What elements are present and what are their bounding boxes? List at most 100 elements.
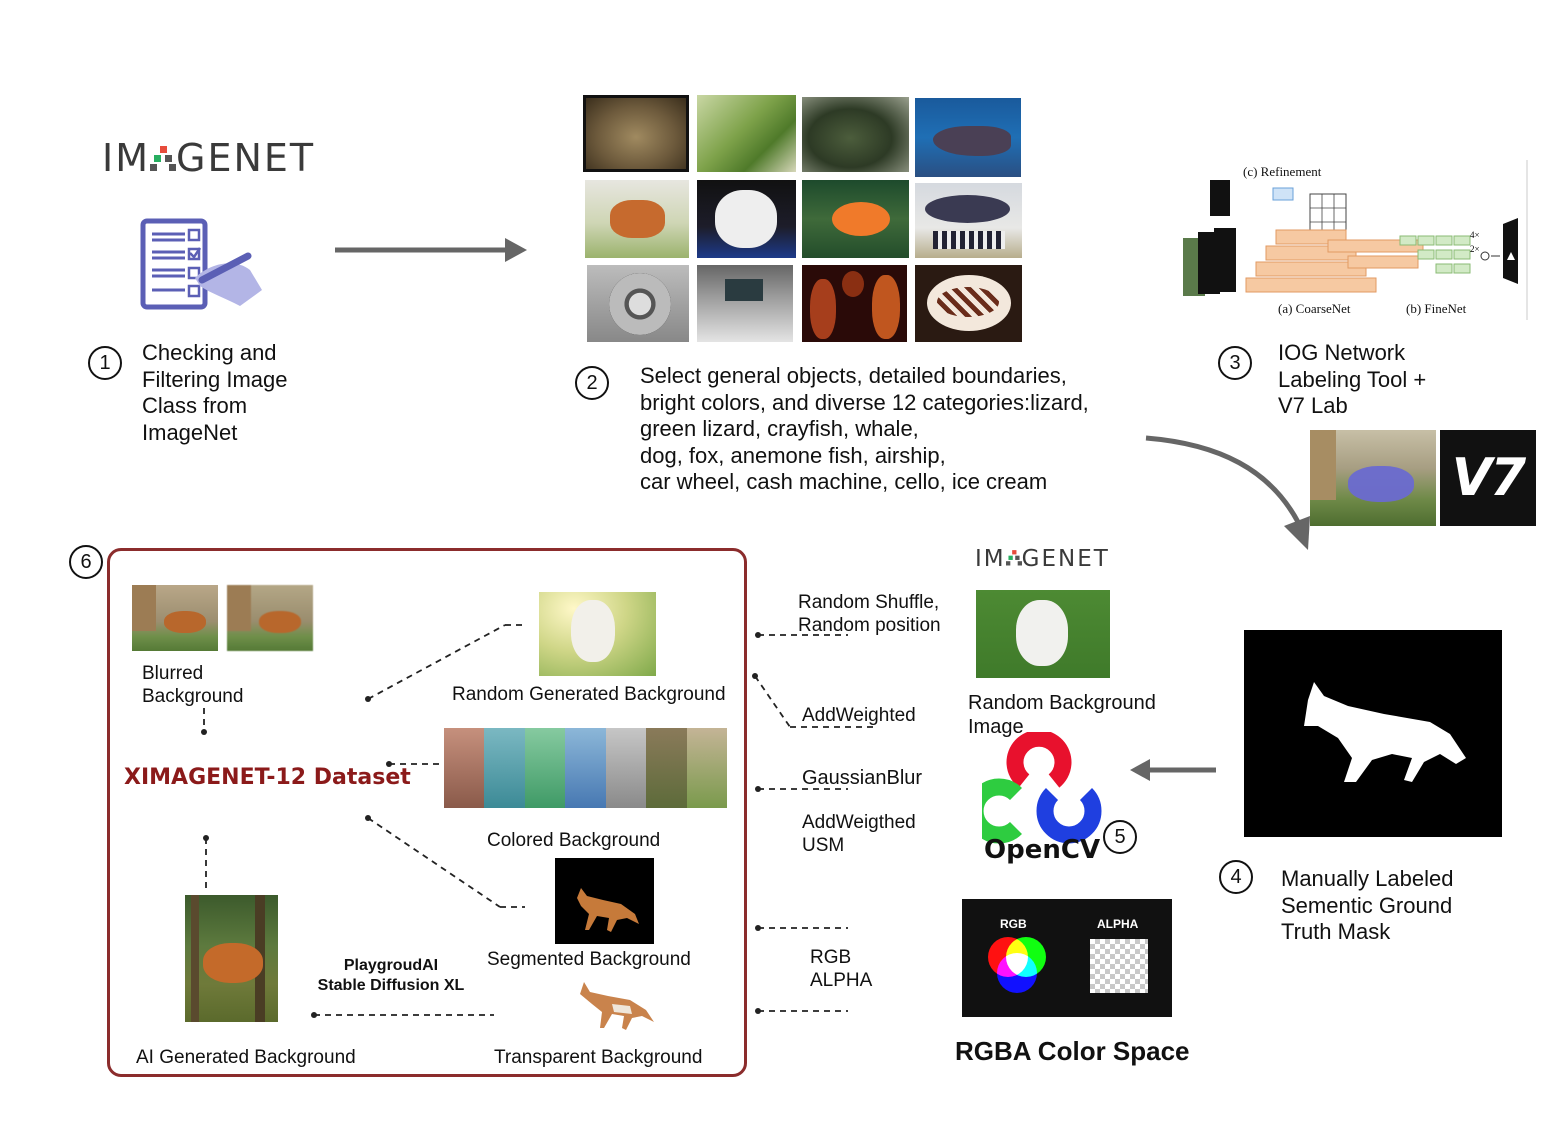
step-2-line: car wheel, cash machine, cello, ice crea…: [640, 469, 1048, 494]
op-random-shuffle-line: Random Shuffle,: [798, 592, 940, 613]
connector-dot: [752, 673, 758, 679]
op-random-shuffle-line: Random position: [798, 615, 941, 636]
transparent-bg-fox: [580, 982, 654, 1030]
step-3-label: IOG Network Labeling Tool + V7 Lab: [1278, 340, 1426, 420]
ground-truth-mask: [1244, 630, 1502, 837]
step-1-line: Filtering Image: [142, 366, 288, 392]
blurred-bg-thumb-1: [132, 585, 218, 651]
step-2-line: green lizard, crayfish, whale,: [640, 416, 919, 441]
colored-variant-5: [605, 728, 647, 808]
step-2-line: Select general objects, detailed boundar…: [640, 363, 1067, 388]
colored-variant-2: [484, 728, 525, 808]
iog-scale-4x: 4×: [1470, 230, 1480, 240]
alpha-checker-icon: [1090, 939, 1148, 993]
connector-dot: [203, 835, 209, 841]
transparent-bg-label: Transparent Background: [494, 1047, 703, 1068]
random-background-line: Image: [968, 716, 1024, 738]
segmented-bg-label: Segmented Background: [487, 949, 691, 970]
random-generated-bg-thumb: [539, 592, 656, 676]
random-background-label: Random Background Image: [968, 691, 1156, 739]
thumb-ice-cream: [915, 265, 1022, 342]
colored-variant-7: [686, 728, 727, 808]
imagenet-logo-prefix: IM: [102, 136, 150, 180]
colored-bg-label: Colored Background: [487, 830, 661, 851]
op-rgba-line: ALPHA: [810, 970, 873, 991]
step-3-line: IOG Network: [1278, 340, 1406, 365]
fox-labeled-photo: [1310, 430, 1436, 526]
step-1-line: ImageNet: [142, 419, 238, 445]
op-addweighted: AddWeighted: [802, 705, 916, 726]
thumb-car-wheel: [587, 265, 689, 342]
op-usm-line: AddWeigthed: [802, 812, 916, 833]
step-2-line: dog, fox, anemone fish, airship,: [640, 442, 946, 468]
imagenet-logo-small: IM GENET: [975, 546, 1110, 572]
imagenet-a-icon: [1005, 550, 1022, 566]
op-gaussian-blur: GaussianBlur: [802, 767, 923, 789]
colored-variant-6: [646, 728, 687, 808]
arrow-step3-to-step4: [1145, 435, 1310, 550]
step-1-label: Checking and Filtering Image Class from …: [142, 340, 288, 446]
segmented-bg-thumb: [555, 858, 654, 944]
connector-dataset-segmented: [367, 817, 501, 908]
op-random-shuffle: Random Shuffle, Random position: [798, 591, 941, 637]
connector-dot: [365, 815, 371, 821]
blurred-bg-thumb-2: [227, 585, 313, 651]
rgb-circles-icon: [988, 937, 1046, 993]
thumb-cello: [802, 265, 907, 342]
step-2-badge: 2: [575, 366, 609, 400]
v7-logo: V7: [1440, 430, 1536, 526]
ai-generated-bg-label: AI Generated Background: [136, 1047, 356, 1068]
step-3-line: V7 Lab: [1278, 393, 1348, 418]
random-generated-bg-label: Random Generated Background: [452, 684, 726, 705]
ai-model-label: PlaygroudAI Stable Diffusion XL: [296, 956, 486, 996]
thumb-lizard: [583, 95, 689, 172]
step-2-line: bright colors, and diverse 12 categories…: [640, 389, 1089, 415]
opencv-logo-text: OpenCV: [984, 835, 1100, 865]
thumb-dog: [697, 180, 796, 258]
rgb-heading: RGB: [1000, 917, 1027, 931]
iog-finenet-label: (b) FineNet: [1406, 301, 1467, 316]
imagenet-logo-small-suffix: GENET: [1021, 546, 1110, 572]
thumb-cash-machine: [697, 265, 793, 342]
colored-variant-1: [444, 728, 485, 808]
v7-logo-text: V7: [1451, 448, 1526, 508]
connector-dot: [755, 925, 761, 931]
thumb-green-lizard: [697, 95, 796, 172]
connector-dataset-random: [367, 624, 506, 700]
random-background-line: Random Background: [968, 692, 1156, 714]
thumb-airship: [915, 183, 1022, 258]
imagenet-logo-small-prefix: IM: [975, 546, 1006, 572]
step-4-line: Truth Mask: [1281, 919, 1391, 944]
connector-dot: [365, 696, 371, 702]
step-4-line: Sementic Ground: [1281, 892, 1453, 918]
step-3-line: Labeling Tool +: [1278, 366, 1427, 392]
step-1-badge: 1: [88, 346, 122, 380]
colored-bg-strip: [444, 728, 727, 808]
imagenet-a-icon: [150, 146, 176, 171]
arrow-step4-to-step5: [1130, 759, 1216, 781]
dataset-title: XIMAGENET-12 Dataset: [124, 765, 411, 790]
thumb-fox: [585, 180, 689, 258]
iog-coarsenet-label: (a) CoarseNet: [1278, 301, 1351, 316]
iog-scale-2x: 2×: [1470, 244, 1480, 254]
op-rgba: RGB ALPHA: [810, 946, 872, 992]
step-3-badge: 3: [1218, 346, 1252, 380]
blurred-bg-label: Blurred Background: [142, 662, 243, 708]
step-4-label: Manually Labeled Sementic Ground Truth M…: [1281, 866, 1453, 946]
op-usm: AddWeigthed USM: [802, 811, 916, 857]
fox-mask-silhouette: [1304, 682, 1466, 782]
op-rgba-line: RGB: [810, 947, 852, 968]
opencv-logo: OpenCV: [982, 732, 1102, 865]
connector-dot: [201, 729, 207, 735]
alpha-heading: ALPHA: [1097, 917, 1139, 931]
step-4-line: Manually Labeled: [1281, 866, 1454, 891]
connector-dot: [755, 1008, 761, 1014]
step-1-line: Class from: [142, 393, 248, 418]
checklist-icon: [140, 218, 262, 310]
rgba-caption: RGBA Color Space: [955, 1036, 1190, 1066]
arrow-step1-to-step2: [335, 238, 527, 262]
thumb-whale: [915, 98, 1021, 177]
step-1-line: Checking and: [142, 340, 277, 365]
ai-model-line: Stable Diffusion XL: [317, 977, 465, 994]
